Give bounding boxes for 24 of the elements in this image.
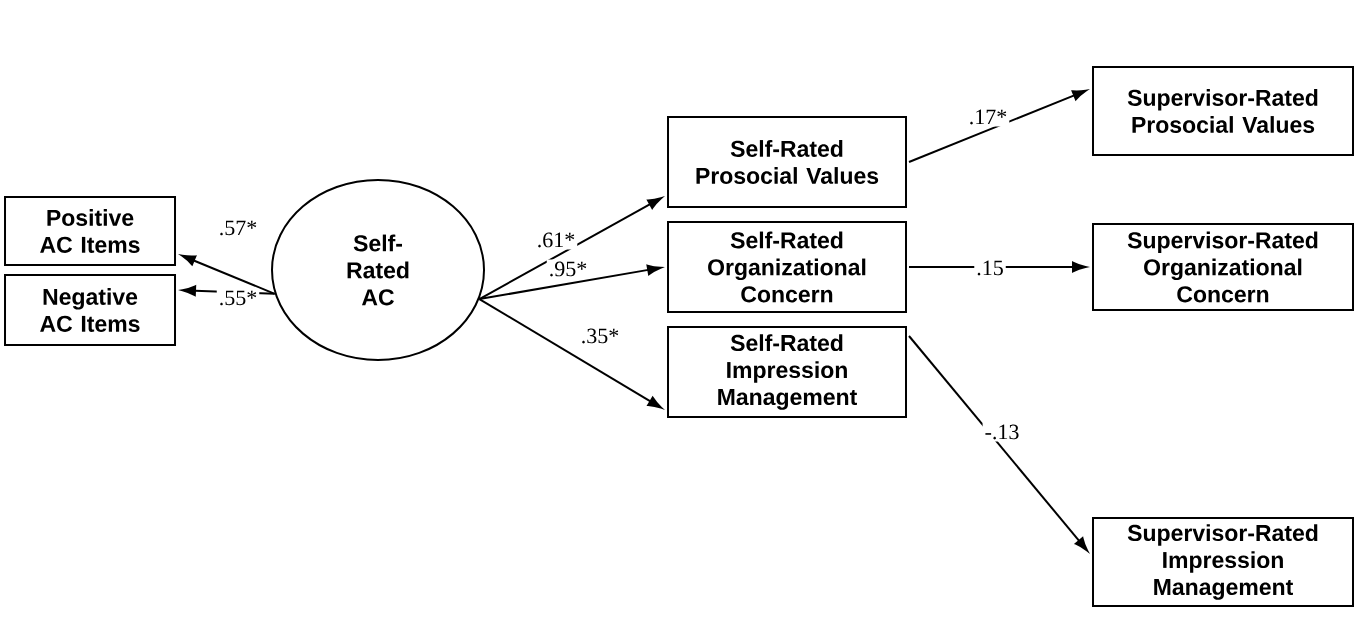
ellipse-node: Self-Rated AC: [271, 179, 485, 361]
arrow: [478, 197, 662, 301]
edge-label: -.13: [982, 422, 1022, 442]
edge-label: .95*: [546, 259, 590, 279]
box-node: Positive AC Items: [4, 196, 176, 266]
box-node: Self-Rated Organizational Concern: [667, 221, 907, 313]
edge-label: .57*: [216, 218, 260, 238]
box-node: Supervisor-Rated Organizational Concern: [1092, 223, 1354, 311]
edge-label: .61*: [534, 230, 578, 250]
box-node: Negative AC Items: [4, 274, 176, 346]
box-node: Self-Rated Prosocial Values: [667, 116, 907, 208]
edge-label: .55*: [216, 288, 260, 308]
box-node: Supervisor-Rated Impression Management: [1092, 517, 1354, 607]
arrow: [478, 298, 663, 409]
arrow: [908, 89, 1087, 163]
arrow: [181, 254, 276, 295]
box-node: Supervisor-Rated Prosocial Values: [1092, 66, 1354, 156]
edge-label: .17*: [966, 107, 1010, 127]
arrow: [478, 264, 662, 301]
arrow: [908, 261, 1087, 273]
arrow: [908, 335, 1089, 552]
box-node: Self-Rated Impression Management: [667, 326, 907, 418]
edge-label: .15: [974, 258, 1006, 278]
edge-label: .35*: [578, 326, 622, 346]
